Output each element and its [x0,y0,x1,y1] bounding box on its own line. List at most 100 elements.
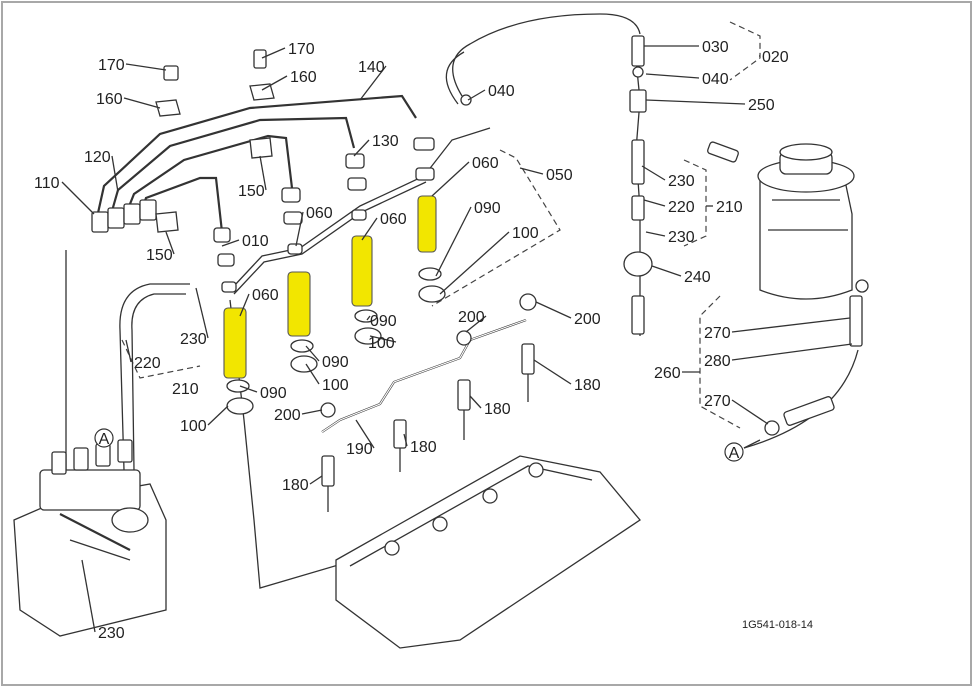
leader-line [431,161,470,197]
leader-line [123,97,161,109]
leader-line [355,419,375,449]
callout-130: 130 [372,133,399,150]
leader-line [305,363,320,385]
leak-pipe-010-inner [233,181,427,295]
ref-marker-right-label: A [729,445,740,462]
leader-line [731,317,851,333]
callout-230: 230 [668,173,695,190]
overflow-hose-220 [119,283,190,471]
glow-plugs [320,293,537,512]
leader-line [645,231,666,237]
group-brackets [121,21,761,429]
nozzle-4 [213,227,254,415]
pipe-1 [94,94,417,223]
leader-line [643,199,666,207]
callout-190: 190 [346,441,373,458]
callout-260: 260 [654,365,681,382]
callout-090: 090 [260,385,287,402]
callout-020: 020 [762,49,789,66]
pipe-3 [124,134,294,215]
callout-010: 010 [242,233,269,250]
callout-200: 200 [458,309,485,326]
leader-line [641,165,666,181]
callout-060: 060 [306,205,333,222]
callout-040: 040 [702,71,729,88]
callout-150: 150 [238,183,265,200]
bracket-050 [431,149,561,307]
leader-line [353,139,370,157]
leader-line [533,359,572,385]
callout-220: 220 [134,355,161,372]
leader-line [309,475,323,485]
clamps [91,35,869,436]
fuel-filter [757,143,855,300]
ref-marker-left-label: A [99,431,110,448]
leader-line [61,181,95,215]
leader-line [366,315,371,321]
nozzle-3 [281,187,318,373]
callout-090: 090 [370,313,397,330]
callout-120: 120 [84,149,111,166]
leader-line [439,231,510,295]
callout-150: 150 [146,247,173,264]
callout-110: 110 [34,175,60,192]
callout-270: 270 [704,393,731,410]
leader-line [731,399,769,425]
leak-pipe-010 [233,127,491,287]
callout-090: 090 [474,200,501,217]
leader-line [519,167,544,175]
pipe-2 [108,116,356,219]
leader-line [359,65,387,101]
leader-line [535,301,572,319]
bracket-210-right [683,159,707,247]
leader-line [403,433,408,447]
injection-pump [13,439,167,637]
leader-line [221,239,240,247]
leader-line [195,287,209,339]
nozzle-holders [213,137,446,415]
nozzle-1 [413,137,446,303]
leader-line [465,315,487,333]
callout-240: 240 [684,269,711,286]
callout-280: 280 [704,353,731,370]
callout-270: 270 [704,325,731,342]
callout-180: 180 [574,377,601,394]
leader-line [467,89,486,101]
callout-230: 230 [668,229,695,246]
callout-220: 220 [668,199,695,216]
leader-line [81,559,96,633]
leader-line [111,155,119,193]
ref-marker-left [94,428,114,448]
callout-250: 250 [748,97,775,114]
callout-050: 050 [546,167,573,184]
leader-line [469,395,482,409]
return-hose-top-inner [445,51,465,105]
leader-line [435,206,472,277]
callout-140: 140 [358,59,385,76]
ref-marker-right [724,442,744,462]
callout-100: 100 [368,335,395,352]
reference-markers: A A [94,428,761,462]
callout-180: 180 [410,439,437,456]
callout-170: 170 [98,57,125,74]
leader-line [125,63,167,71]
callout-170: 170 [288,41,315,58]
leader-line [295,211,304,247]
callout-060: 060 [252,287,279,304]
callout-060: 060 [380,211,407,228]
leader-line [261,47,286,59]
bracket-210-left [121,339,201,379]
callout-100: 100 [322,377,349,394]
callout-200: 200 [274,407,301,424]
callout-040: 040 [488,83,515,100]
leader-line [645,73,700,79]
callout-160: 160 [96,91,123,108]
leader-line [369,335,397,343]
callout-160: 160 [290,69,317,86]
callout-100: 100 [512,225,539,242]
leader-line [207,405,229,426]
leader-line [239,293,250,317]
